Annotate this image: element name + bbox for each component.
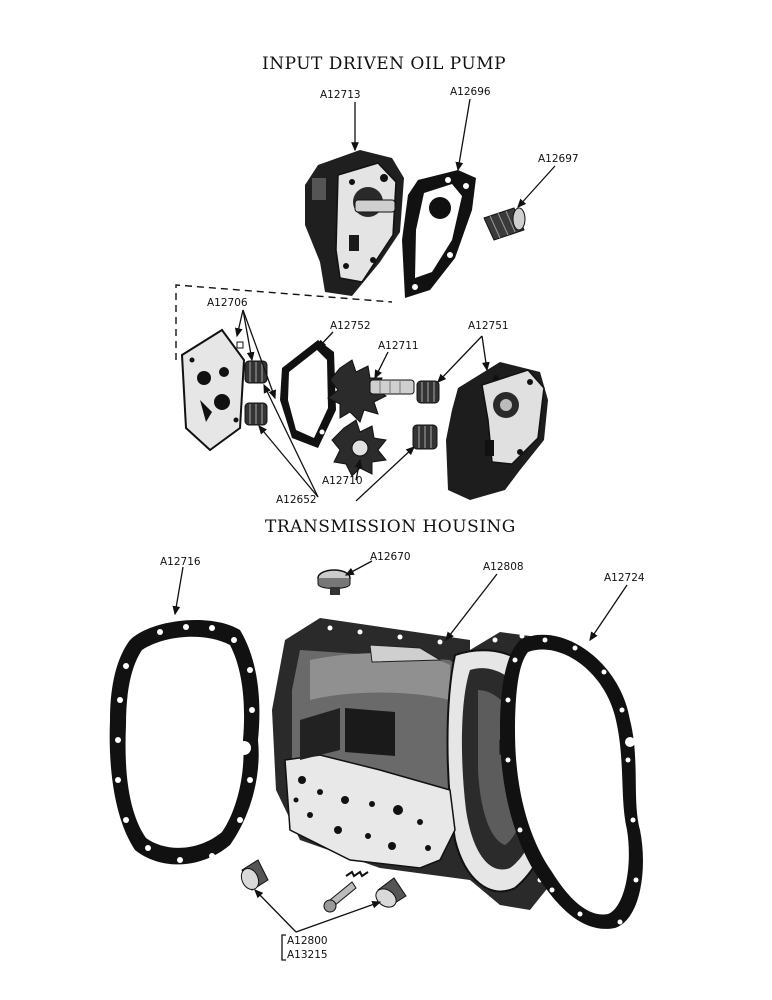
gasket-a12716 xyxy=(109,619,260,865)
label-a12670: A12670 xyxy=(370,551,411,563)
plug-left xyxy=(240,859,269,891)
needle-bearing-lower-right xyxy=(412,424,438,450)
label-a12724: A12724 xyxy=(604,572,645,584)
needle-bearing-upper-right xyxy=(416,380,440,404)
gasket-a12752 xyxy=(280,340,336,448)
bolt-and-spring xyxy=(323,870,369,913)
pump-leader-lines xyxy=(234,98,556,502)
label-a12697: A12697 xyxy=(538,153,579,165)
oil-pump-title: INPUT DRIVEN OIL PUMP xyxy=(262,54,507,74)
needle-bearing-upper-left xyxy=(244,360,268,384)
pump-body-a12713 xyxy=(305,150,404,296)
cover-plate xyxy=(180,328,246,452)
label-a12710: A12710 xyxy=(322,475,363,487)
label-a12808: A12808 xyxy=(483,561,524,573)
plug-right xyxy=(375,877,407,908)
bushing-a12697 xyxy=(483,207,526,241)
breather-cap-a12670 xyxy=(317,569,351,595)
pump-housing-a12751 xyxy=(446,362,548,500)
label-a12696: A12696 xyxy=(450,86,491,98)
label-a12713: A12713 xyxy=(320,89,361,101)
label-a12711: A12711 xyxy=(378,340,419,352)
drive-gear-a12711 xyxy=(327,359,415,423)
transmission-housing-title: TRANSMISSION HOUSING xyxy=(265,517,516,537)
driven-gear-a12710 xyxy=(331,419,387,477)
needle-bearing-lower-left xyxy=(244,402,268,426)
label-a12751: A12751 xyxy=(468,320,509,332)
label-a12800: A12800 xyxy=(287,935,328,947)
label-a12652: A12652 xyxy=(276,494,317,506)
gasket-a12724 xyxy=(500,634,643,929)
housing-leader-lines xyxy=(172,560,628,961)
dowel-pin xyxy=(236,341,244,349)
label-a13215: A13215 xyxy=(287,949,328,961)
label-a12706: A12706 xyxy=(207,297,248,309)
gasket-a12696 xyxy=(402,170,476,298)
label-a12752: A12752 xyxy=(330,320,371,332)
dashed-assembly-line xyxy=(175,284,393,360)
label-a12716: A12716 xyxy=(160,556,201,568)
